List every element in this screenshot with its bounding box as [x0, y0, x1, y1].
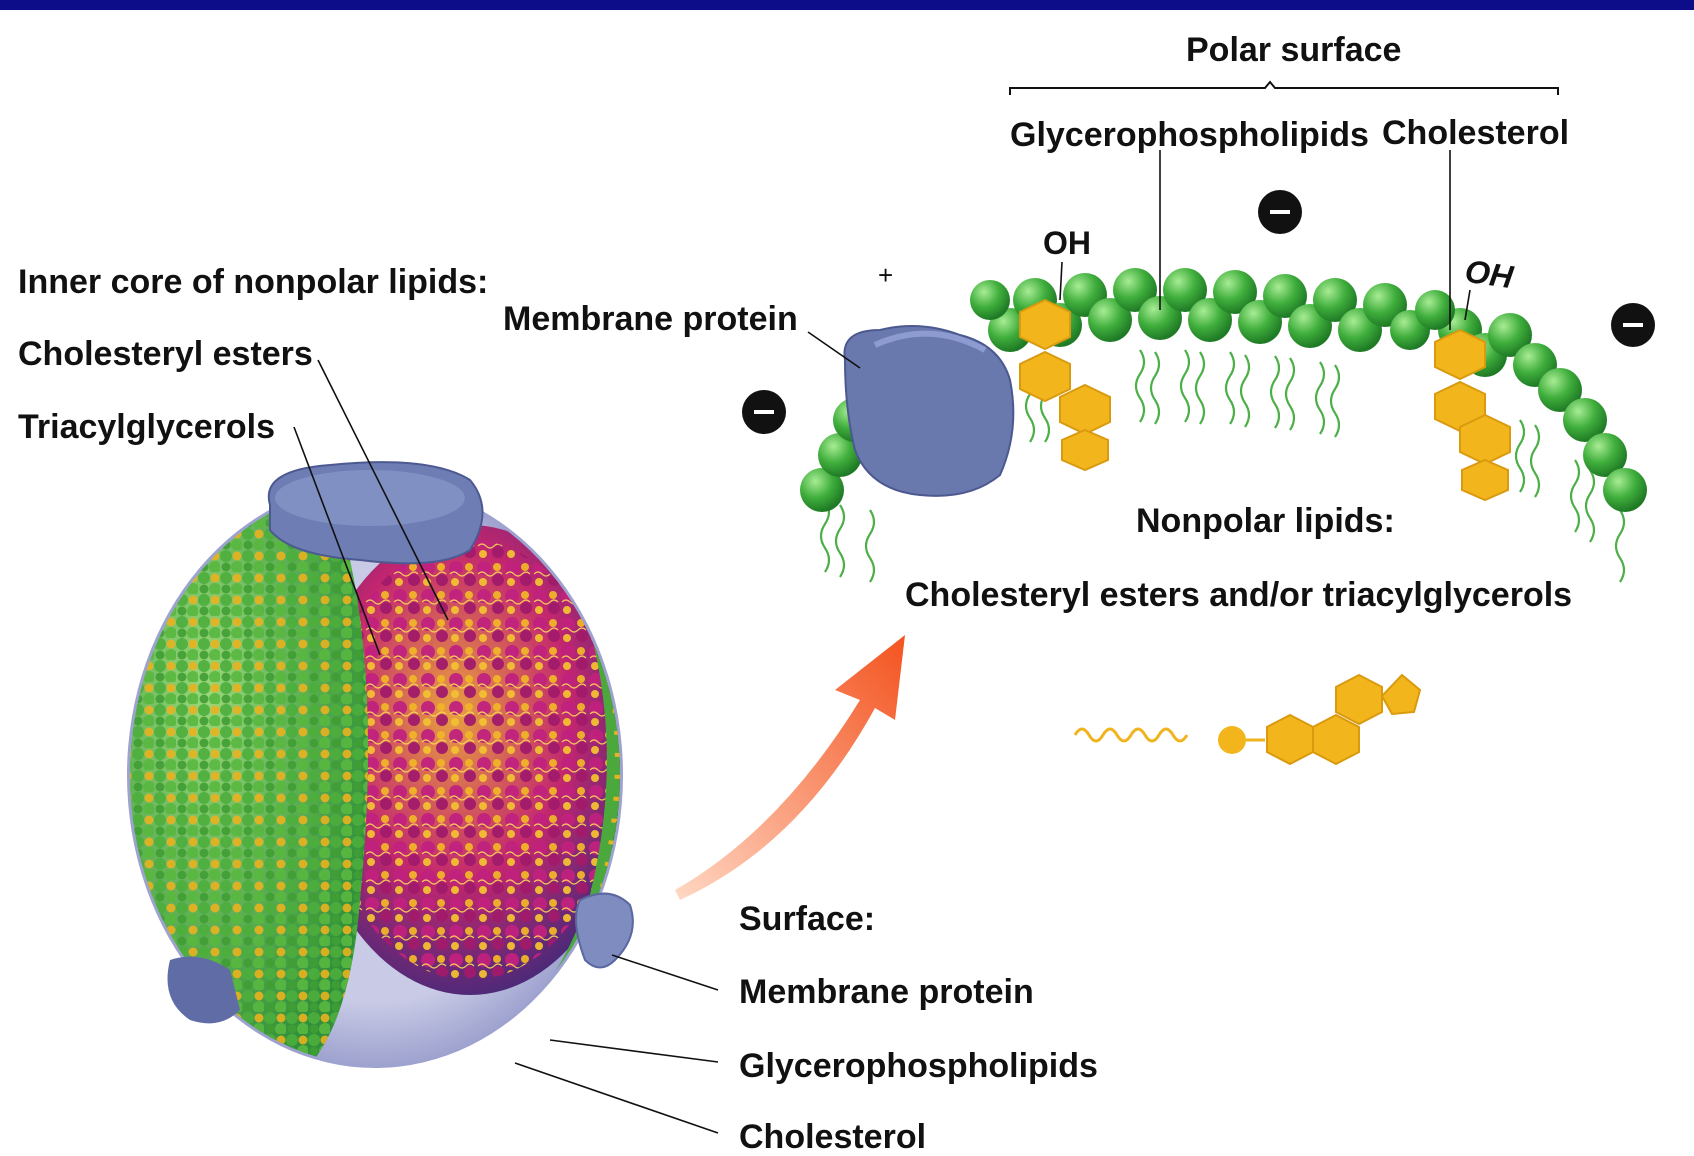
- surface-glycerophospholipids-label: Glycerophospholipids: [739, 1049, 1098, 1083]
- glycerophospholipids-top-label: Glycerophospholipids: [1010, 118, 1369, 152]
- lipoprotein-sphere: [120, 462, 635, 1075]
- surface-cholesterol-label: Cholesterol: [739, 1120, 926, 1154]
- oh-label-1: OH: [1043, 227, 1091, 259]
- nonpolar-lipids-title: Nonpolar lipids:: [1136, 504, 1395, 538]
- cholesteryl-ester-molecule: [1075, 675, 1420, 764]
- polar-surface-bracket: [1010, 82, 1558, 95]
- surface-title: Surface:: [739, 902, 875, 936]
- plus-charge-icon: +: [878, 262, 893, 288]
- inner-core-title: Inner core of nonpolar lipids:: [18, 265, 488, 299]
- surface-membrane-protein-label: Membrane protein: [739, 975, 1034, 1009]
- negative-charge-icon: [742, 390, 786, 434]
- negative-charge-icon: [1611, 303, 1655, 347]
- polar-surface-label: Polar surface: [1186, 33, 1401, 67]
- inner-triacylglycerols-label: Triacylglycerols: [18, 410, 275, 444]
- inner-cholesteryl-esters-label: Cholesteryl esters: [18, 337, 313, 371]
- oh-label-2: OH: [1463, 255, 1515, 293]
- membrane-protein-shape: [844, 326, 1013, 496]
- zoom-arrow: [675, 635, 905, 900]
- cholesterol-top-label: Cholesterol: [1382, 116, 1569, 150]
- negative-charge-icon: [1258, 190, 1302, 234]
- nonpolar-lipids-text: Cholesteryl esters and/or triacylglycero…: [905, 578, 1572, 612]
- membrane-protein-top-label: Membrane protein: [503, 302, 798, 336]
